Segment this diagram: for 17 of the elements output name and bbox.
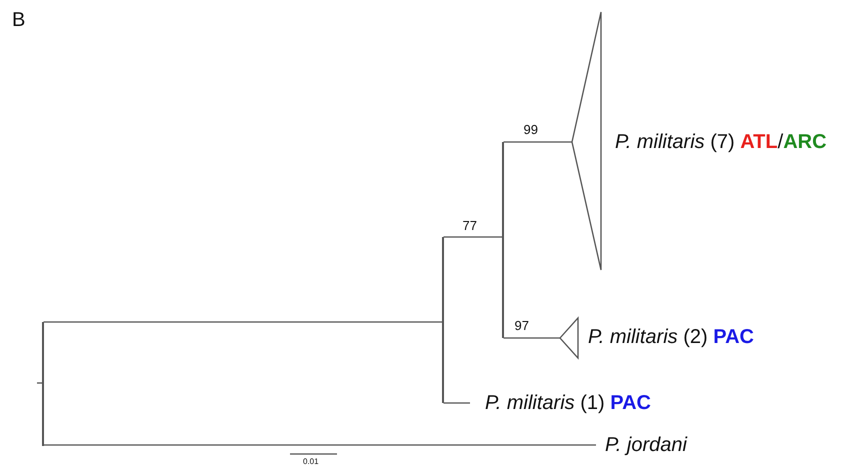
bootstrap-value: 97 bbox=[514, 318, 529, 333]
collapsed-clade-triangle bbox=[571, 11, 602, 271]
branch-line bbox=[504, 337, 560, 339]
branch-line bbox=[44, 444, 596, 446]
branch-line bbox=[44, 321, 442, 323]
branch-line bbox=[504, 141, 572, 143]
scale-bar-value: 0.01 bbox=[303, 458, 319, 466]
branch-line bbox=[444, 402, 470, 404]
bootstrap-value: 99 bbox=[524, 122, 538, 137]
taxon-label: P. militaris (1) PAC bbox=[485, 391, 651, 415]
collapsed-clade-triangle bbox=[559, 316, 579, 360]
bootstrap-value: 77 bbox=[462, 218, 477, 233]
taxon-label: P. militaris (7) ATL/ARC bbox=[615, 130, 827, 154]
taxon-label: P. militaris (2) PAC bbox=[588, 325, 754, 349]
taxon-label: P. jordani bbox=[605, 433, 687, 457]
panel-letter: B bbox=[12, 10, 26, 30]
branch-line bbox=[444, 236, 502, 238]
